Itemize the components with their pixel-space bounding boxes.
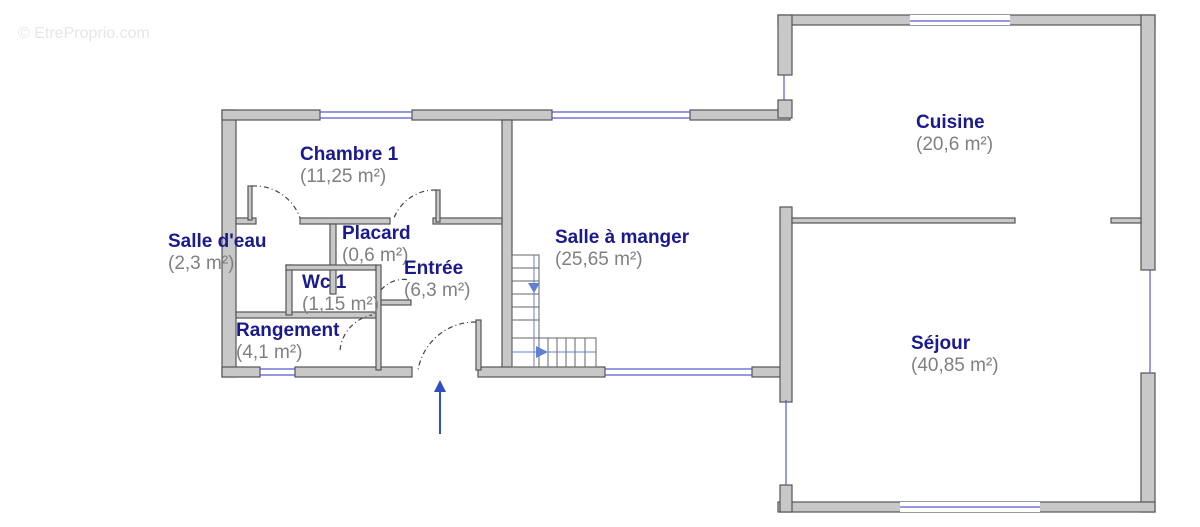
room-name: Rangement	[236, 320, 340, 341]
room-area: (1,15 m²)	[302, 294, 380, 315]
room-area: (4,1 m²)	[236, 342, 303, 363]
doors	[251, 185, 477, 371]
room-name: Placard	[342, 223, 411, 244]
watermark: © EtreProprio.com	[18, 25, 150, 42]
room-area: (11,25 m²)	[300, 166, 387, 187]
entrance-arrow	[434, 380, 446, 434]
room-area: (40,85 m²)	[911, 355, 999, 376]
room-area: (2,3 m²)	[168, 253, 235, 274]
windows	[260, 20, 1151, 508]
room-salle-a-manger: Salle à manger (25,65 m²)	[555, 227, 689, 271]
room-sejour: Séjour (40,85 m²)	[911, 333, 999, 377]
room-salle-d-eau: Salle d'eau (2,3 m²)	[168, 231, 267, 275]
room-chambre-1: Chambre 1 (11,25 m²)	[300, 144, 398, 188]
room-name: Séjour	[911, 333, 971, 354]
room-area: (6,3 m²)	[404, 280, 471, 301]
room-name: Salle à manger	[555, 227, 690, 248]
room-name: Salle d'eau	[168, 231, 267, 252]
room-area: (20,6 m²)	[916, 134, 994, 155]
staircase	[511, 254, 597, 368]
room-name: Entrée	[404, 258, 464, 279]
room-name: Wc 1	[302, 272, 347, 293]
room-area: (0,6 m²)	[342, 245, 409, 266]
room-name: Chambre 1	[300, 144, 399, 165]
room-placard: Placard (0,6 m²)	[342, 223, 411, 267]
room-entree: Entrée (6,3 m²)	[404, 258, 471, 302]
room-area: (25,65 m²)	[555, 249, 643, 270]
room-cuisine: Cuisine (20,6 m²)	[916, 112, 993, 156]
room-wc-1: Wc 1 (1,15 m²)	[302, 272, 379, 316]
room-rangement: Rangement (4,1 m²)	[236, 320, 339, 364]
room-name: Cuisine	[916, 112, 985, 133]
